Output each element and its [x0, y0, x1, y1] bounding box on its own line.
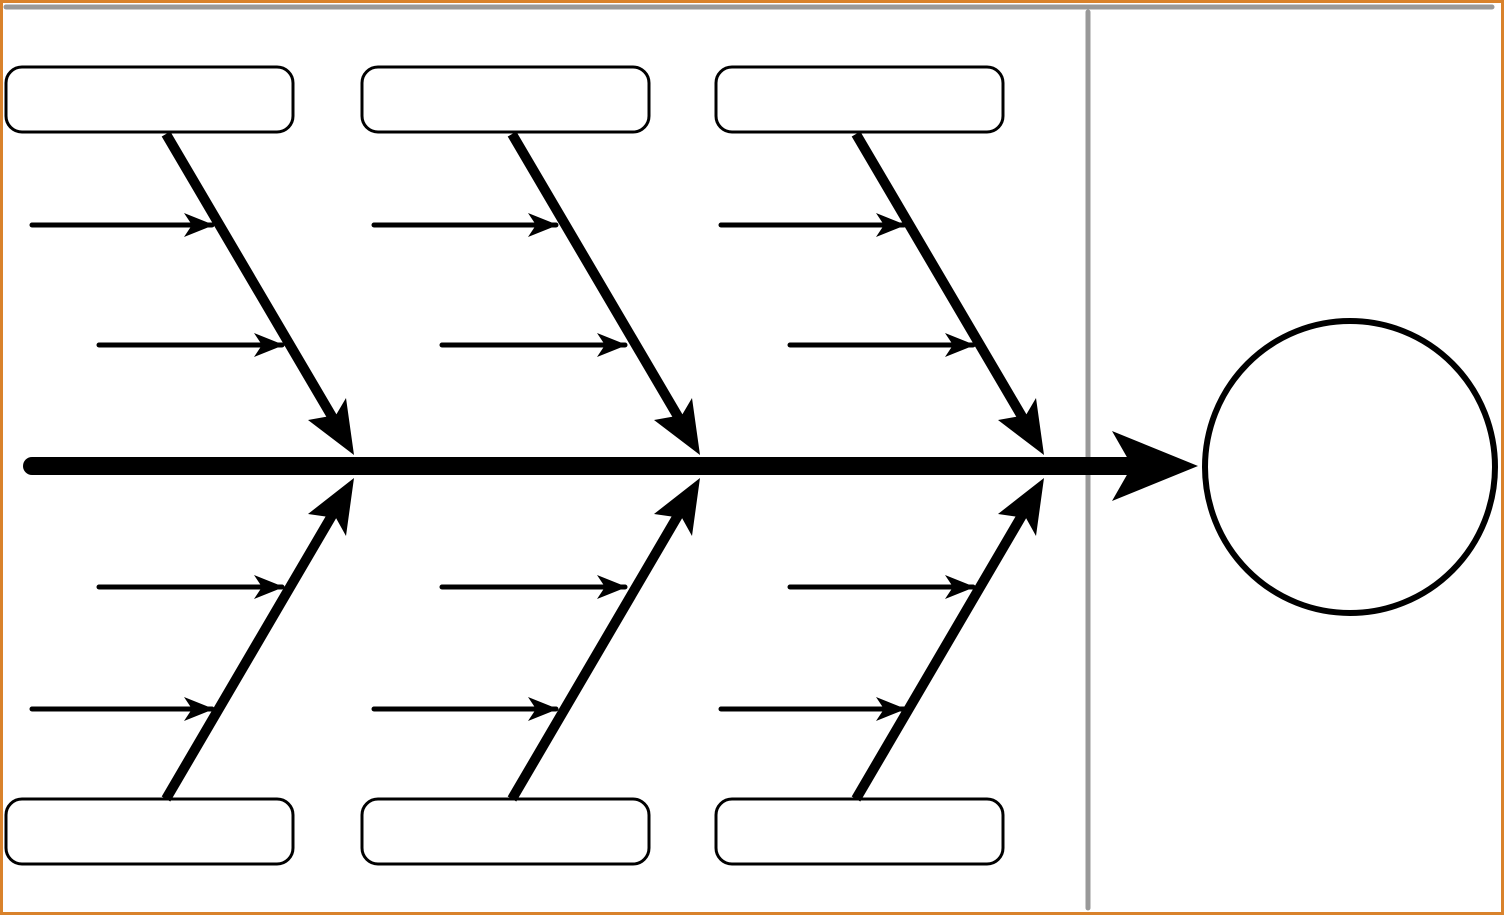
bottom-branch-1	[4, 478, 354, 866]
top-bone-line-3	[851, 131, 1029, 423]
spine-arrowhead	[1112, 431, 1198, 501]
top-branch-2	[360, 65, 700, 455]
bottom-category-box-2[interactable]	[360, 797, 651, 866]
top-category-box-3[interactable]	[714, 65, 1005, 134]
bottom-bone-line-1	[161, 509, 339, 802]
bottom-bone-line-3	[851, 509, 1029, 802]
fishbone-diagram	[3, 4, 1498, 911]
bottom-bone-arrowhead-1	[308, 478, 354, 536]
top-bone-arrowhead-3	[998, 398, 1044, 455]
bottom-category-box-1[interactable]	[4, 797, 295, 866]
top-bone-line-2	[507, 131, 685, 423]
bottom-bone-line-2	[507, 509, 685, 802]
effect-circle	[1202, 318, 1498, 616]
top-category-box-2[interactable]	[360, 65, 651, 134]
top-bone-arrowhead-1	[308, 398, 354, 455]
top-bone-line-1	[161, 131, 339, 423]
top-bone-arrowhead-2	[654, 398, 700, 455]
top-category-box-1[interactable]	[4, 65, 295, 134]
bottom-category-box-3[interactable]	[714, 797, 1005, 866]
bottom-branch-2	[360, 478, 700, 866]
top-branch-3	[714, 65, 1044, 455]
bottom-bone-arrowhead-3	[998, 478, 1044, 536]
bottom-bone-arrowhead-2	[654, 478, 700, 536]
top-branch-1	[4, 65, 354, 455]
effect-node[interactable]	[1202, 318, 1498, 616]
bottom-branch-3	[714, 478, 1044, 866]
